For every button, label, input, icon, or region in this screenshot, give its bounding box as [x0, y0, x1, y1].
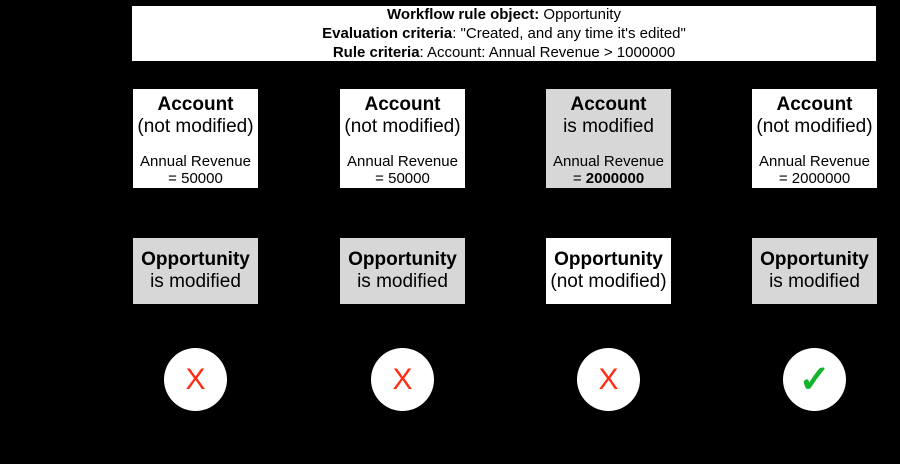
- account-title: Account: [364, 94, 441, 115]
- header-evaluation-criteria-line: Evaluation criteria: "Created, and any t…: [322, 24, 686, 43]
- opportunity-status: is modified: [769, 271, 860, 292]
- account-box-3: Account is modified Annual Revenue = 200…: [544, 87, 673, 190]
- opportunity-title: Opportunity: [141, 249, 250, 270]
- revenue-number: 50000: [388, 170, 430, 187]
- account-revenue-value: = 2000000: [546, 170, 671, 187]
- opportunity-box-3: Opportunity (not modified): [544, 236, 673, 306]
- account-revenue-label: Annual Revenue: [759, 153, 870, 170]
- x-icon: X: [392, 362, 413, 396]
- revenue-equals: =: [778, 170, 792, 187]
- check-icon: ✓: [798, 358, 831, 401]
- header-rule-criteria-label: Rule criteria: [332, 44, 420, 61]
- account-revenue-value: = 50000: [133, 170, 258, 187]
- opportunity-title: Opportunity: [760, 249, 869, 270]
- opportunity-title: Opportunity: [554, 249, 663, 270]
- account-box-2: Account (not modified) Annual Revenue = …: [338, 87, 467, 190]
- opportunity-box-4: Opportunity is modified: [750, 236, 879, 306]
- account-status: is modified: [563, 116, 654, 137]
- header-rule-object-label: Workflow rule object:: [387, 6, 540, 23]
- opportunity-status: is modified: [357, 271, 448, 292]
- opportunity-box-2: Opportunity is modified: [338, 236, 467, 306]
- result-indicator-1: X: [164, 348, 227, 411]
- result-indicator-4: ✓: [783, 348, 846, 411]
- account-title: Account: [776, 94, 853, 115]
- account-title: Account: [157, 94, 234, 115]
- account-revenue-value: = 50000: [340, 170, 465, 187]
- header-rule-object-value: Opportunity: [539, 6, 621, 23]
- result-indicator-3: X: [577, 348, 640, 411]
- account-status: (not modified): [344, 116, 461, 137]
- account-revenue-label: Annual Revenue: [553, 153, 664, 170]
- opportunity-status: is modified: [150, 271, 241, 292]
- account-revenue-value: = 2000000: [752, 170, 877, 187]
- revenue-number: 50000: [181, 170, 223, 187]
- header-evaluation-criteria-value: : "Created, and any time it's edited": [452, 25, 686, 42]
- result-indicator-2: X: [371, 348, 434, 411]
- revenue-equals: =: [375, 170, 389, 187]
- account-title: Account: [570, 94, 647, 115]
- revenue-equals: =: [572, 170, 586, 187]
- header-rule-criteria-value: : Account: Annual Revenue > 1000000: [419, 44, 676, 61]
- header-evaluation-criteria-label: Evaluation criteria: [322, 25, 453, 42]
- revenue-number: 2000000: [585, 170, 645, 187]
- account-status: (not modified): [756, 116, 873, 137]
- revenue-equals: =: [168, 170, 182, 187]
- workflow-rule-header: Workflow rule object: Opportunity Evalua…: [131, 5, 877, 62]
- x-icon: X: [185, 362, 206, 396]
- account-box-4: Account (not modified) Annual Revenue = …: [750, 87, 879, 190]
- header-rule-criteria-line: Rule criteria: Account: Annual Revenue >…: [333, 43, 675, 62]
- header-rule-object-line: Workflow rule object: Opportunity: [387, 5, 621, 24]
- account-revenue-label: Annual Revenue: [347, 153, 458, 170]
- revenue-number: 2000000: [791, 170, 851, 187]
- x-icon: X: [598, 362, 619, 396]
- opportunity-title: Opportunity: [348, 249, 457, 270]
- account-status: (not modified): [137, 116, 254, 137]
- account-box-1: Account (not modified) Annual Revenue = …: [131, 87, 260, 190]
- opportunity-status: (not modified): [550, 271, 667, 292]
- account-revenue-label: Annual Revenue: [140, 153, 251, 170]
- opportunity-box-1: Opportunity is modified: [131, 236, 260, 306]
